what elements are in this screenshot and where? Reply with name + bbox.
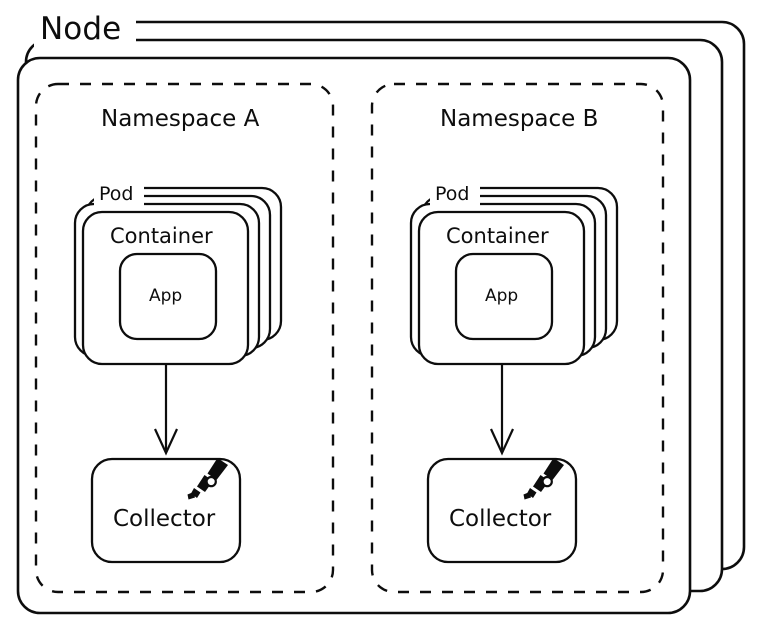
app-a-label: App [149,286,183,306]
namespace-a-label: Namespace A [101,106,260,132]
container-a-label: Container [110,224,213,248]
node-label: Node [40,11,122,47]
namespace-b-boundary [370,82,665,594]
collector-b-label: Collector [449,506,552,532]
pod-a-label: Pod [96,185,137,204]
namespace-b-label: Namespace B [440,106,599,132]
flow-arrow-a [154,364,178,456]
app-box-b [454,252,554,341]
telescope-icon-a [187,458,228,500]
telescope-icon-b [523,458,564,500]
collector-a-label: Collector [113,506,216,532]
node-label-mask [34,8,136,50]
app-box-a [118,252,218,341]
app-b-label: App [485,286,519,306]
flow-arrow-b [490,364,514,456]
container-b-label: Container [446,224,549,248]
namespace-a-boundary [34,82,335,594]
pod-b-label: Pod [432,185,473,204]
